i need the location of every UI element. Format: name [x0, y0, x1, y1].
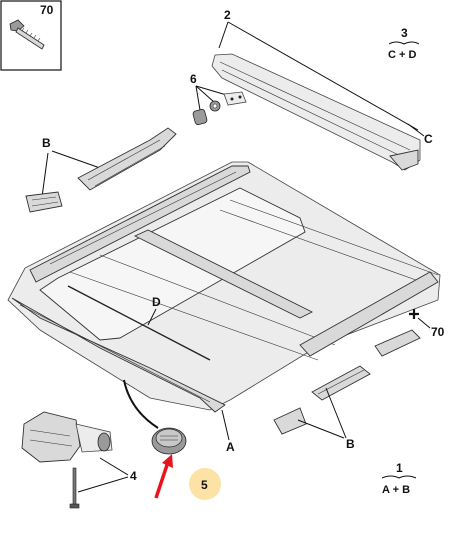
callout-B-left: B	[42, 136, 51, 150]
leader-6a	[195, 85, 201, 111]
callout-1-brace	[381, 475, 417, 479]
callout-B-right: B	[346, 437, 355, 451]
callout-70-right: 70	[431, 325, 445, 339]
leader-B-left-b	[41, 152, 49, 198]
motor-bolt-part	[69, 467, 80, 509]
callout-2: 2	[224, 8, 231, 22]
callout-3-brace	[388, 41, 420, 45]
wind-deflector-part	[211, 53, 421, 171]
guide-mechanism-right	[273, 329, 421, 435]
callout-3-group: 3 C + D	[388, 26, 420, 61]
leader-A	[221, 409, 230, 441]
callout-1-group: 1 A + B	[381, 461, 417, 496]
fasteners-6	[192, 91, 247, 126]
leader-2b	[227, 21, 419, 131]
bolt-70-marker	[409, 309, 419, 319]
callout-4: 4	[130, 469, 137, 483]
leader-2a	[218, 21, 229, 49]
callout-70-box: 70	[40, 3, 54, 17]
callout-C: C	[424, 132, 433, 146]
bolt-icon	[9, 19, 45, 50]
leader-4b	[77, 476, 129, 493]
callout-3-label: C + D	[388, 49, 416, 61]
leader-B-right-b	[325, 387, 347, 439]
callout-5-highlight	[189, 468, 221, 500]
drain-cap-part	[151, 427, 187, 455]
callout-A: A	[226, 440, 235, 454]
callout-1-label: A + B	[382, 484, 410, 496]
callout-6: 6	[190, 72, 197, 86]
leader-C	[407, 123, 425, 137]
leader-4a	[99, 457, 129, 476]
callout-5: 5	[201, 478, 208, 492]
leader-D	[147, 308, 157, 326]
sunroof-motor-part	[21, 411, 113, 463]
highlight-arrow	[154, 454, 173, 499]
inset-box	[0, 0, 62, 71]
leader-6b	[195, 85, 215, 103]
leader-70-right	[417, 317, 431, 329]
leader-B-left-a	[51, 150, 101, 169]
leader-B-right-a	[297, 419, 345, 439]
bolt-70-inset: 70	[0, 0, 62, 71]
sunroof-frame-part	[7, 161, 441, 429]
guide-mechanism-left	[25, 127, 177, 213]
callout-1-number: 1	[396, 461, 403, 475]
callout-D: D	[152, 295, 161, 309]
callout-3-number: 3	[401, 26, 408, 40]
